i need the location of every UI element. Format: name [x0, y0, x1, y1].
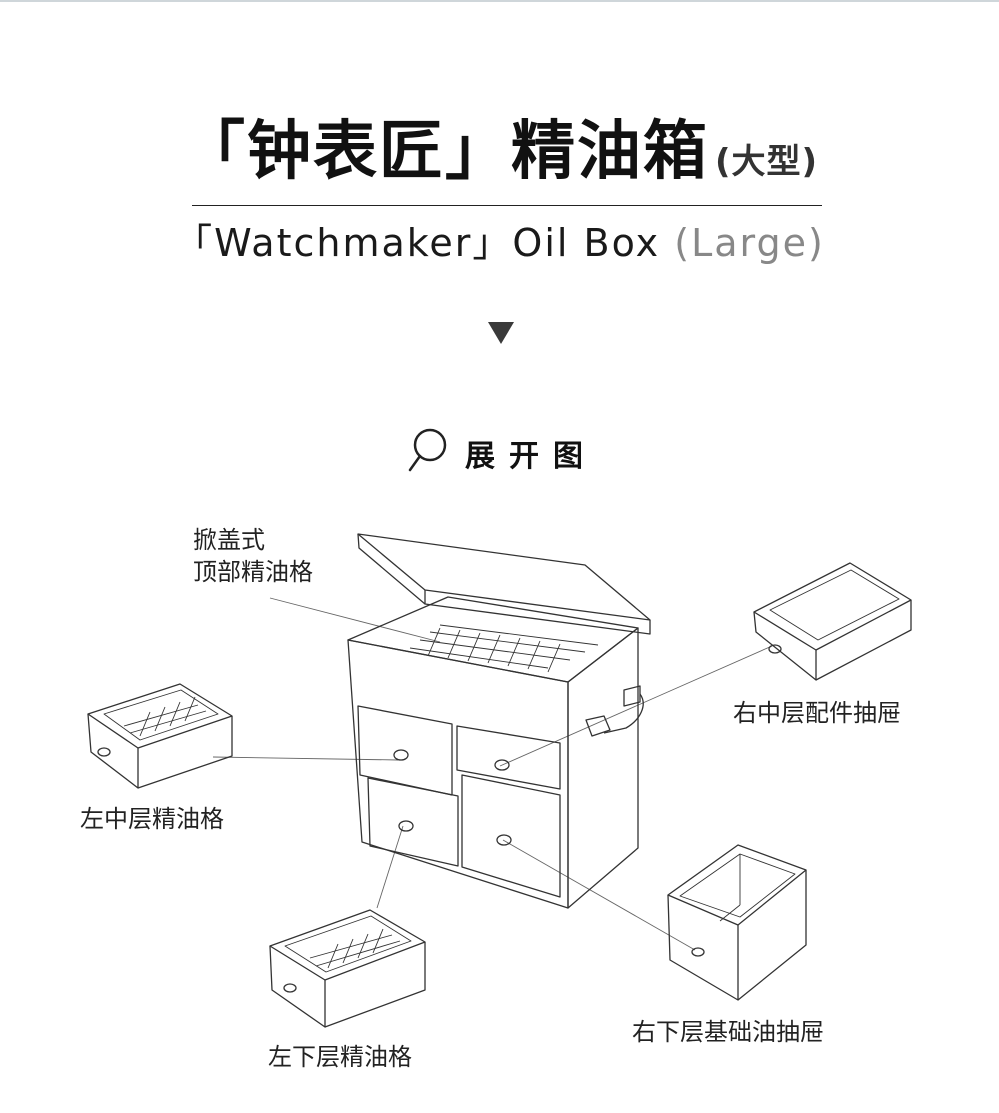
down-arrow-icon [488, 322, 514, 344]
tray-left-middle [87, 683, 233, 789]
callout-top-compartment: 掀盖式 顶部精油格 [193, 524, 313, 588]
latch [585, 715, 611, 737]
cabinet [347, 533, 651, 909]
callout-right-middle: 右中层配件抽屉 [733, 699, 901, 727]
callout-right-bottom: 右下层基础油抽屉 [632, 1018, 824, 1046]
knob [496, 834, 512, 846]
hinge [623, 685, 641, 707]
leader-lines [212, 597, 773, 951]
knob [398, 820, 414, 832]
title-suffix: (大型) [714, 142, 819, 182]
drawer-right-bottom-detached [667, 844, 807, 1001]
section-label: 展开图 [465, 439, 597, 474]
title-divider [192, 205, 822, 206]
subtitle-suffix: (Large) [674, 221, 825, 265]
top-border [0, 0, 999, 2]
top-face [347, 596, 639, 683]
callout-left-bottom: 左下层精油格 [268, 1043, 412, 1071]
lid [357, 533, 651, 621]
tray-left-bottom [269, 909, 426, 1028]
title-main: 「钟表匠」精油箱 [180, 115, 709, 189]
exploded-diagram [87, 533, 912, 1028]
side-face [567, 627, 639, 909]
front-face [347, 639, 569, 909]
callout-top-line2: 顶部精油格 [193, 558, 313, 586]
callout-top-line1: 掀盖式 [193, 526, 265, 554]
callout-left-middle: 左中层精油格 [80, 805, 224, 833]
magnifier-icon [408, 428, 447, 472]
top-oil-grid [409, 624, 599, 673]
knob [494, 759, 510, 771]
subtitle-main: 「Watchmaker」Oil Box [174, 221, 661, 265]
drawer-right-middle-detached [753, 562, 912, 681]
drawer-right-bottom [461, 774, 561, 898]
page-title: 「钟表匠」精油箱(大型) [0, 112, 999, 202]
drawer-left-bottom [367, 777, 459, 867]
drawer-right-middle [456, 725, 561, 790]
knob [393, 749, 409, 761]
page-subtitle: 「Watchmaker」Oil Box (Large) [0, 218, 999, 268]
